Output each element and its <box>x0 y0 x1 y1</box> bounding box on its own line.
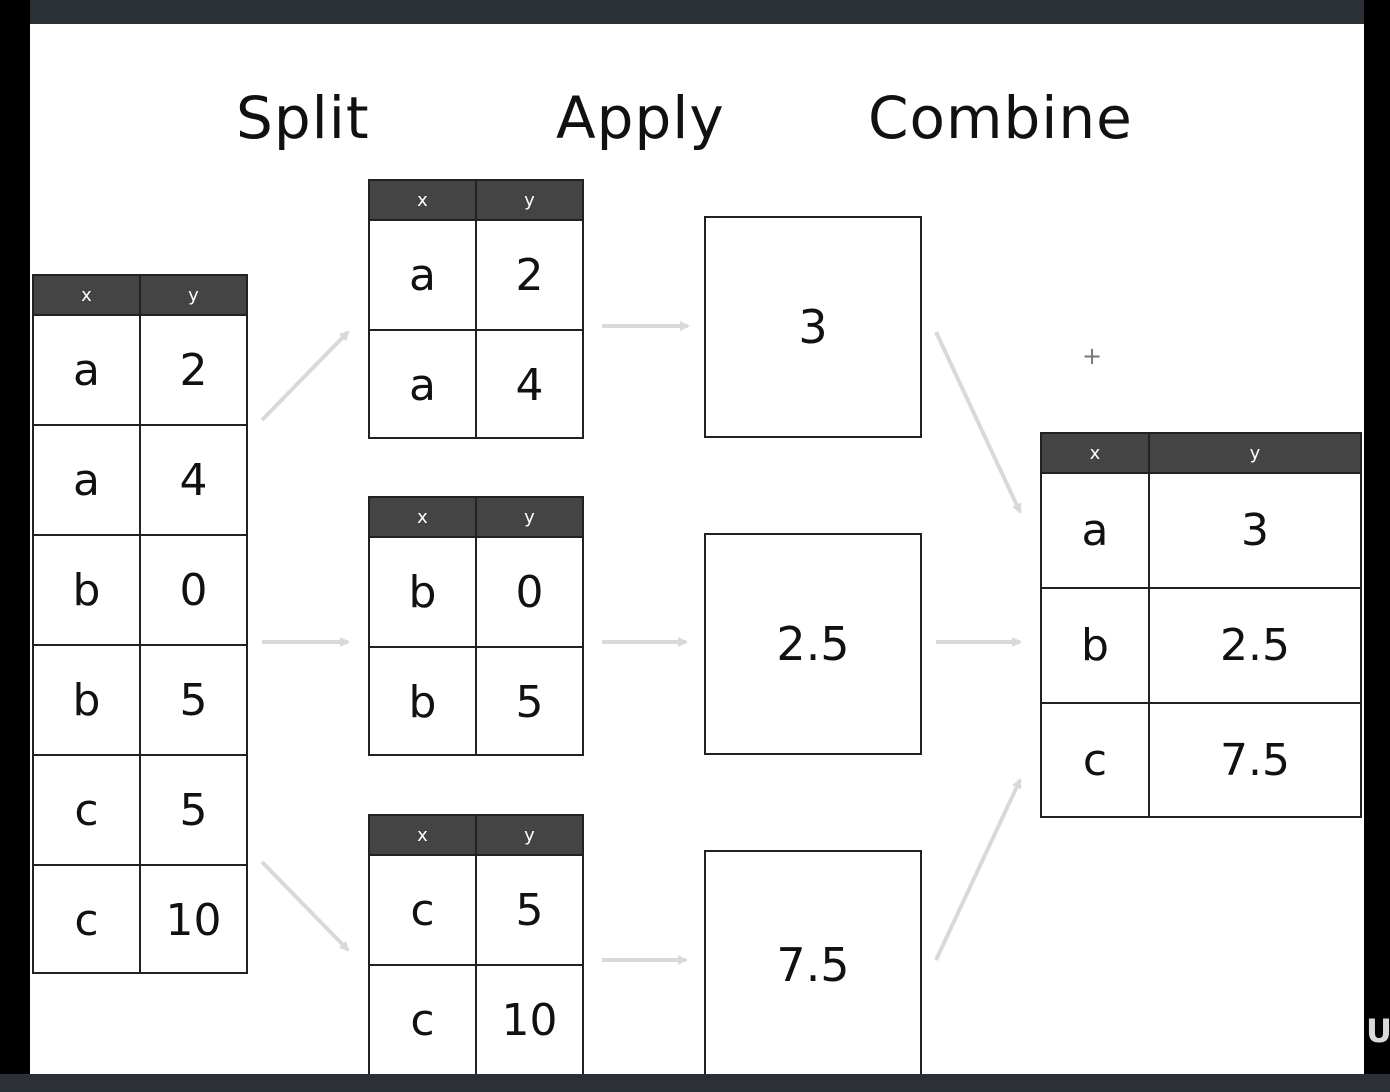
cell-x: a <box>409 249 436 301</box>
split-arrow-c <box>260 860 350 952</box>
flow-arrows <box>260 321 1022 965</box>
table-row: c 10 <box>370 964 582 1074</box>
heading-apply: Apply <box>556 84 725 152</box>
left-black-bar <box>0 0 30 1092</box>
cell-y: 7.5 <box>1148 704 1360 817</box>
cell-x: a <box>73 344 100 396</box>
column-header-x: x <box>417 189 428 211</box>
cell-x: b <box>72 674 101 726</box>
column-header-x: x <box>417 506 428 528</box>
heading-split: Split <box>236 84 370 152</box>
bottom-player-bar <box>0 1074 1390 1092</box>
combine-arrow-a <box>934 331 1022 514</box>
table-header: x y <box>370 498 582 536</box>
cell-y: 5 <box>475 648 582 756</box>
cell-y: 0 <box>139 536 246 644</box>
cell-x: a <box>1081 505 1109 556</box>
cell-y: 5 <box>139 646 246 754</box>
cell-y: 10 <box>475 966 582 1074</box>
column-header-y: y <box>1148 434 1360 472</box>
split-arrow-a <box>260 330 350 422</box>
cell-y: 4 <box>475 331 582 439</box>
cell-x: b <box>1081 620 1109 671</box>
cell-x: b <box>408 676 437 728</box>
cell-x: c <box>410 994 435 1046</box>
cell-y: 2 <box>139 316 246 424</box>
table-row: b 2.5 <box>1042 587 1360 702</box>
column-header-x: x <box>81 284 92 306</box>
cell-y: 2.5 <box>1148 589 1360 702</box>
combine-arrow-c <box>934 778 1022 961</box>
applied-value-c: 7.5 <box>704 850 922 1074</box>
column-header-y: y <box>139 276 246 314</box>
cell-x: c <box>410 884 435 936</box>
cell-x: b <box>408 566 437 618</box>
column-header-y: y <box>475 498 582 536</box>
column-header-x: x <box>1089 442 1101 464</box>
applied-value-b: 2.5 <box>704 533 922 755</box>
table-row: c 7.5 <box>1042 702 1360 817</box>
cell-y: 10 <box>139 866 246 974</box>
column-header-y: y <box>475 816 582 854</box>
table-header: x y <box>34 276 246 314</box>
cell-y: 3 <box>1148 474 1360 587</box>
cell-x: c <box>74 894 99 946</box>
applied-value-a: 3 <box>704 216 922 438</box>
cell-x: c <box>74 784 99 836</box>
cell-x: a <box>73 454 100 506</box>
cell-x: c <box>1082 735 1108 786</box>
cell-x: b <box>72 564 101 616</box>
table-header: x y <box>1042 434 1360 472</box>
table-header: x y <box>370 181 582 219</box>
column-header-y: y <box>475 181 582 219</box>
plus-mark: + <box>1082 342 1103 370</box>
cell-y: 2 <box>475 221 582 329</box>
watermark-logo: U <box>1366 1012 1390 1050</box>
heading-combine: Combine <box>868 84 1133 152</box>
right-black-bar <box>1364 0 1390 1092</box>
table-header: x y <box>370 816 582 854</box>
cell-y: 5 <box>139 756 246 864</box>
cell-y: 4 <box>139 426 246 534</box>
cell-y: 5 <box>475 856 582 964</box>
cell-y: 0 <box>475 538 582 646</box>
column-header-x: x <box>417 824 428 846</box>
cell-x: a <box>409 359 436 411</box>
table-row: c 10 <box>34 864 246 974</box>
